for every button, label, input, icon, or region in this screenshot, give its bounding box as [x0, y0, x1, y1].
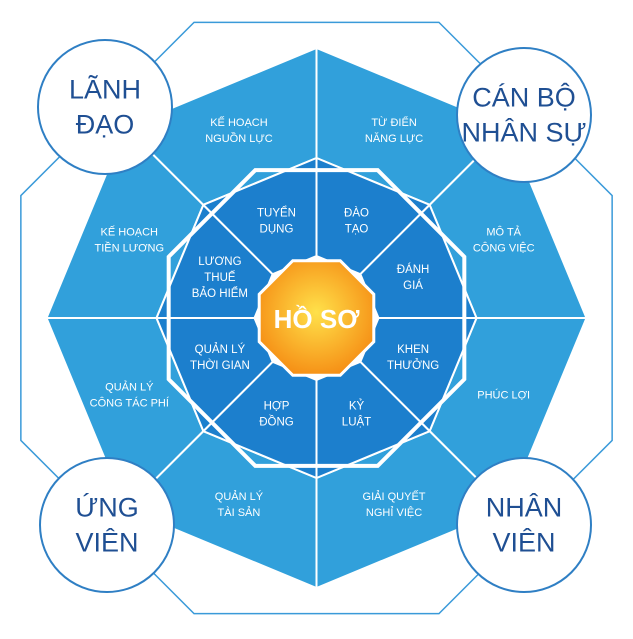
outer-sector-label: PHÚC LỢI	[477, 389, 530, 402]
role-circle	[39, 457, 175, 593]
role-circle	[456, 47, 592, 183]
center-profile[interactable]: HỒ SƠ	[257, 259, 376, 377]
ring-separator	[166, 168, 467, 468]
role-circle	[37, 39, 173, 175]
role-circle	[456, 457, 592, 593]
center-octagon	[257, 259, 376, 377]
center-label: HỒ SƠ	[274, 304, 361, 334]
